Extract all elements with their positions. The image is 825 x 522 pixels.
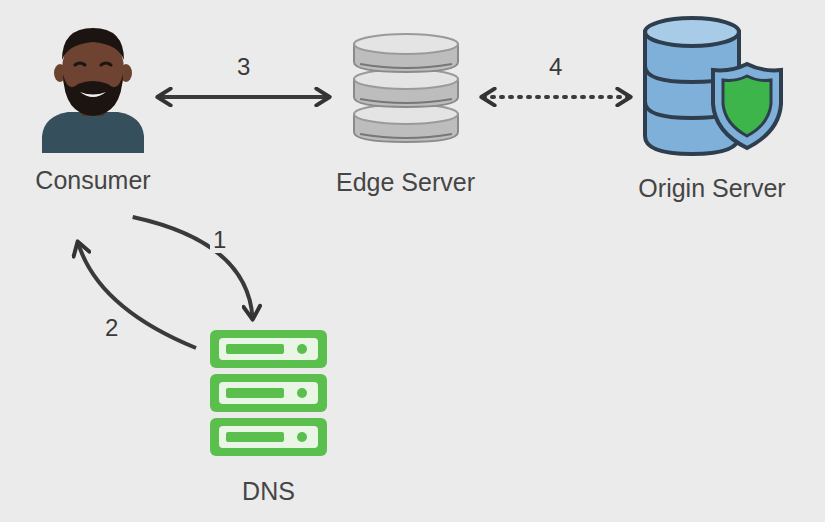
dotted-connector [483, 95, 629, 99]
dns-server-icon [206, 326, 331, 462]
arrow-connector [78, 243, 196, 348]
icon-node: DNS [202, 326, 335, 506]
database-shield-icon [637, 14, 787, 159]
step-number: 2 [102, 315, 121, 341]
arrow-connector [133, 217, 253, 318]
server-stack-icon [348, 24, 464, 154]
step-number: 4 [546, 54, 565, 80]
step-number: 1 [210, 227, 229, 253]
node-label: DNS [202, 476, 335, 506]
person-icon [38, 18, 148, 153]
icon-node: Origin Server [633, 14, 791, 203]
icon-node: Edge Server [332, 24, 479, 197]
node-label: Origin Server [633, 173, 791, 203]
node-label: Edge Server [332, 167, 479, 197]
step-number: 3 [234, 54, 253, 80]
node-label: Consumer [31, 165, 155, 195]
icon-node: Consumer [31, 18, 155, 195]
arrow-connector [159, 95, 328, 99]
